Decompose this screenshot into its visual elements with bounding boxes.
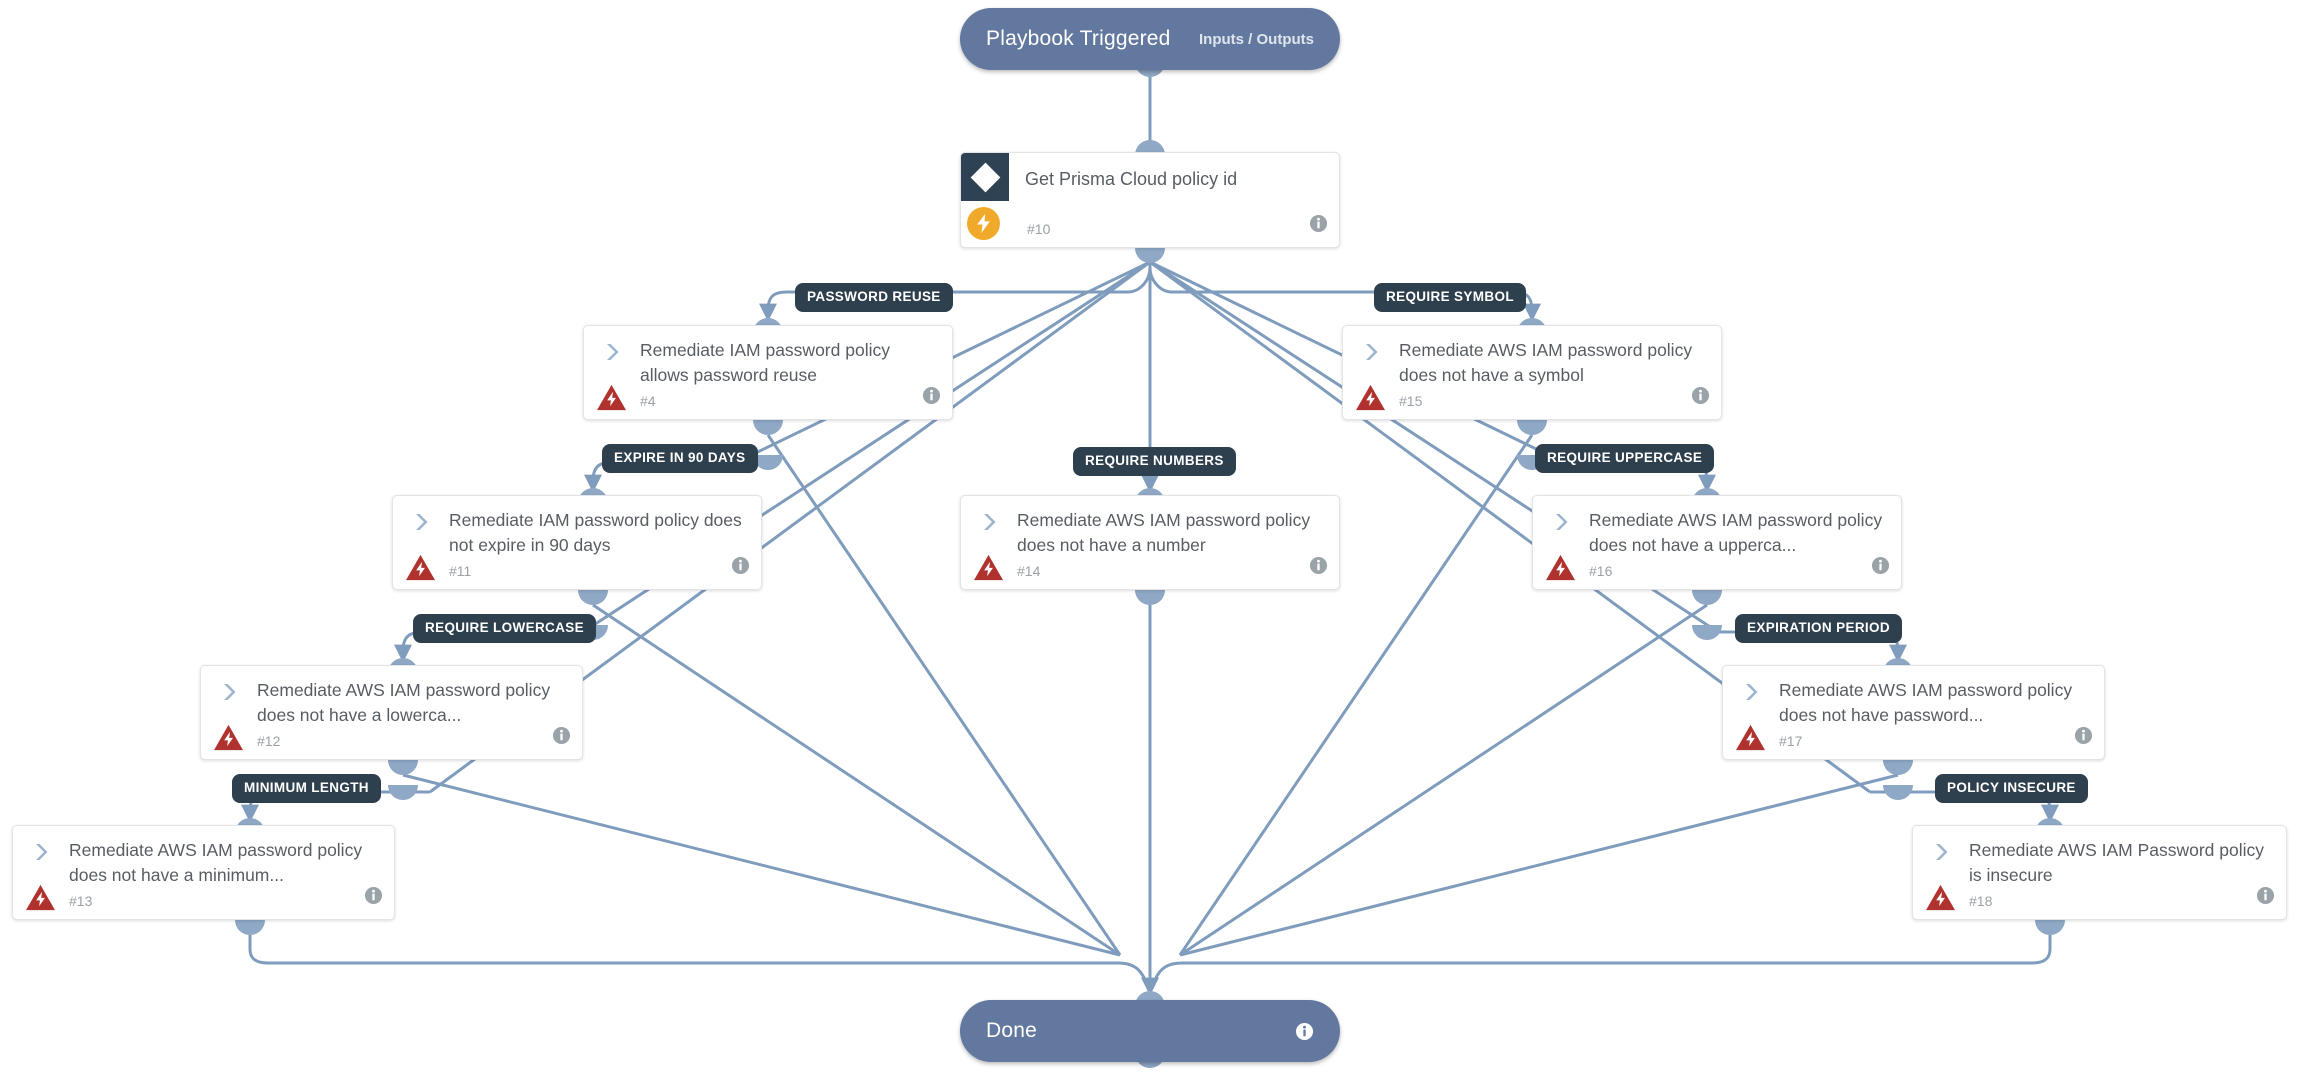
info-icon[interactable] bbox=[364, 886, 383, 910]
task-title: Remediate AWS IAM Password policy is ins… bbox=[1969, 840, 2265, 885]
task-number: #18 bbox=[1969, 893, 1993, 909]
node-playbook-triggered[interactable]: Playbook Triggered Inputs / Outputs bbox=[960, 8, 1340, 70]
info-icon[interactable] bbox=[1309, 214, 1328, 238]
info-icon[interactable] bbox=[552, 726, 571, 750]
condition-chip-policy-insecure[interactable]: POLICY INSECURE bbox=[1935, 774, 2088, 803]
task-number: #13 bbox=[69, 893, 93, 909]
port-task4-bottom bbox=[753, 420, 783, 435]
edge-bus-left-into-done bbox=[1117, 961, 1152, 993]
task-title: Remediate AWS IAM password policy does n… bbox=[1779, 680, 2073, 725]
edge-task18-to-done bbox=[1182, 935, 2052, 965]
port-stub-insecure bbox=[1883, 785, 1913, 800]
task-title: Remediate AWS IAM password policy does n… bbox=[1017, 510, 1311, 555]
info-icon[interactable] bbox=[731, 556, 750, 580]
chevron-right-icon bbox=[213, 675, 247, 709]
node-task-15[interactable]: Remediate AWS IAM password policy does n… bbox=[1342, 325, 1722, 420]
port-stub-minlength bbox=[388, 785, 418, 800]
info-icon[interactable] bbox=[1871, 556, 1890, 580]
chevron-right-icon bbox=[1355, 335, 1389, 369]
edge-bus-right-into-done bbox=[1148, 961, 1183, 993]
chevron-right-icon bbox=[1545, 505, 1579, 539]
info-icon[interactable] bbox=[1295, 1022, 1314, 1041]
done-title: Done bbox=[986, 1019, 1038, 1042]
task-title: Remediate IAM password policy does not e… bbox=[449, 510, 742, 555]
edge-task17-to-done bbox=[1179, 773, 1899, 957]
condition-chip-password-reuse[interactable]: PASSWORD REUSE bbox=[795, 283, 953, 312]
playbook-triggered-title: Playbook Triggered bbox=[986, 27, 1171, 50]
chevron-right-icon bbox=[596, 335, 630, 369]
task-title: Remediate AWS IAM password policy does n… bbox=[1399, 340, 1693, 385]
port-integration-bottom bbox=[1135, 248, 1165, 263]
port-task12-bottom bbox=[388, 760, 418, 775]
port-stub-expiration bbox=[1692, 625, 1722, 640]
chevron-right-icon bbox=[973, 505, 1007, 539]
node-done[interactable]: Done bbox=[960, 1000, 1340, 1062]
node-task-16[interactable]: Remediate AWS IAM password policy does n… bbox=[1532, 495, 1902, 590]
node-task-17[interactable]: Remediate AWS IAM password policy does n… bbox=[1722, 665, 2105, 760]
chevron-right-icon bbox=[405, 505, 439, 539]
bolt-icon bbox=[967, 207, 1000, 240]
condition-chip-minimum-length[interactable]: MINIMUM LENGTH bbox=[232, 774, 381, 803]
condition-chip-require-numbers[interactable]: REQUIRE NUMBERS bbox=[1073, 447, 1236, 476]
port-task17-bottom bbox=[1883, 760, 1913, 775]
edge-task16-to-done bbox=[1179, 603, 1708, 957]
info-icon[interactable] bbox=[2256, 886, 2275, 910]
condition-chip-expire-in-90-days[interactable]: EXPIRE IN 90 DAYS bbox=[602, 444, 758, 473]
edge-task13-to-done bbox=[248, 935, 1118, 965]
node-task-18[interactable]: Remediate AWS IAM Password policy is ins… bbox=[1912, 825, 2287, 920]
task-title: Remediate AWS IAM password policy does n… bbox=[69, 840, 363, 885]
warning-bolt-icon bbox=[973, 553, 1005, 583]
task-number: #17 bbox=[1779, 733, 1803, 749]
warning-bolt-icon bbox=[25, 883, 57, 913]
warning-bolt-icon bbox=[213, 723, 245, 753]
port-task16-bottom bbox=[1692, 590, 1722, 605]
chevron-right-icon bbox=[25, 835, 59, 869]
condition-chip-require-uppercase[interactable]: REQUIRE UPPERCASE bbox=[1535, 444, 1715, 473]
node-task-13[interactable]: Remediate AWS IAM password policy does n… bbox=[12, 825, 395, 920]
inputs-outputs-label[interactable]: Inputs / Outputs bbox=[1199, 30, 1314, 48]
node-get-prisma-cloud-policy-id[interactable]: Get Prisma Cloud policy id #10 bbox=[960, 152, 1340, 248]
task-title: Remediate AWS IAM password policy does n… bbox=[257, 680, 551, 725]
integration-number: #10 bbox=[1027, 221, 1051, 237]
edge-to-task-4 bbox=[759, 290, 788, 322]
edge-task11-to-done bbox=[592, 603, 1121, 957]
port-task15-bottom bbox=[1517, 420, 1547, 435]
task-number: #15 bbox=[1399, 393, 1423, 409]
node-task-11[interactable]: Remediate IAM password policy does not e… bbox=[392, 495, 762, 590]
info-icon[interactable] bbox=[922, 386, 941, 410]
chevron-right-icon bbox=[1925, 835, 1959, 869]
task-number: #12 bbox=[257, 733, 281, 749]
warning-bolt-icon bbox=[405, 553, 437, 583]
task-number: #16 bbox=[1589, 563, 1613, 579]
node-task-4[interactable]: Remediate IAM password policy allows pas… bbox=[583, 325, 953, 420]
warning-bolt-icon bbox=[1735, 723, 1767, 753]
task-number: #11 bbox=[449, 563, 472, 579]
task-number: #14 bbox=[1017, 563, 1041, 579]
info-icon[interactable] bbox=[2074, 726, 2093, 750]
integration-icon-tile bbox=[961, 153, 1009, 201]
info-icon[interactable] bbox=[1691, 386, 1710, 410]
warning-bolt-icon bbox=[596, 383, 628, 413]
port-task14-bottom bbox=[1135, 590, 1165, 605]
port-task11-bottom bbox=[578, 590, 608, 605]
warning-bolt-icon bbox=[1925, 883, 1957, 913]
node-task-14[interactable]: Remediate AWS IAM password policy does n… bbox=[960, 495, 1340, 590]
condition-chip-require-lowercase[interactable]: REQUIRE LOWERCASE bbox=[413, 614, 596, 643]
warning-bolt-icon bbox=[1545, 553, 1577, 583]
diamond-icon bbox=[970, 162, 1000, 192]
integration-title: Get Prisma Cloud policy id bbox=[1025, 169, 1238, 189]
condition-chip-expiration-period[interactable]: EXPIRATION PERIOD bbox=[1735, 614, 1902, 643]
chevron-right-icon bbox=[1735, 675, 1769, 709]
condition-chip-require-symbol[interactable]: REQUIRE SYMBOL bbox=[1374, 283, 1526, 312]
node-task-12[interactable]: Remediate AWS IAM password policy does n… bbox=[200, 665, 583, 760]
warning-bolt-icon bbox=[1355, 383, 1387, 413]
edge-task12-to-done bbox=[402, 773, 1121, 957]
info-icon[interactable] bbox=[1309, 556, 1328, 580]
task-title: Remediate IAM password policy allows pas… bbox=[640, 340, 890, 385]
task-title: Remediate AWS IAM password policy does n… bbox=[1589, 510, 1883, 555]
port-task13-bottom bbox=[235, 920, 265, 935]
port-task18-bottom bbox=[2035, 920, 2065, 935]
task-number: #4 bbox=[640, 393, 656, 409]
